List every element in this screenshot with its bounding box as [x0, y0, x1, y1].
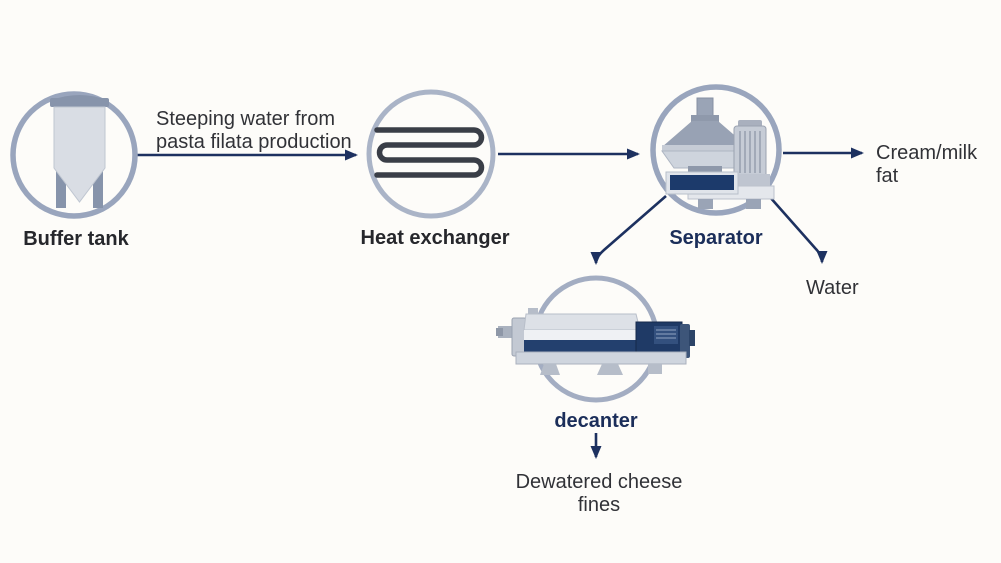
- node-label-buffer-tank: Buffer tank: [23, 228, 129, 250]
- separator-icon: [661, 97, 775, 209]
- node-label-heat-exchanger: Heat exchanger: [360, 227, 510, 249]
- node-label-decanter: decanter: [554, 410, 638, 432]
- node-heat-exchanger: [366, 89, 496, 219]
- node-circle: [650, 84, 782, 216]
- flow-label-steeping-water: Steeping water from pasta filata product…: [156, 108, 352, 153]
- flow-label-cream-milk-fat: Cream/milk fat: [876, 142, 978, 187]
- tank-icon: [50, 95, 109, 208]
- decanter-icon: [496, 308, 695, 375]
- node-label-separator: Separator: [669, 227, 763, 249]
- node-separator: [650, 84, 782, 216]
- coil-icon: [374, 127, 485, 178]
- node-buffer-tank: [10, 91, 138, 219]
- node-circle: [366, 89, 496, 219]
- flow-label-water: Water: [806, 277, 859, 299]
- node-decanter: [496, 275, 695, 403]
- node-circle: [10, 91, 138, 219]
- flow-label-dewatered-cheese-fines: Dewatered cheese fines: [515, 471, 683, 516]
